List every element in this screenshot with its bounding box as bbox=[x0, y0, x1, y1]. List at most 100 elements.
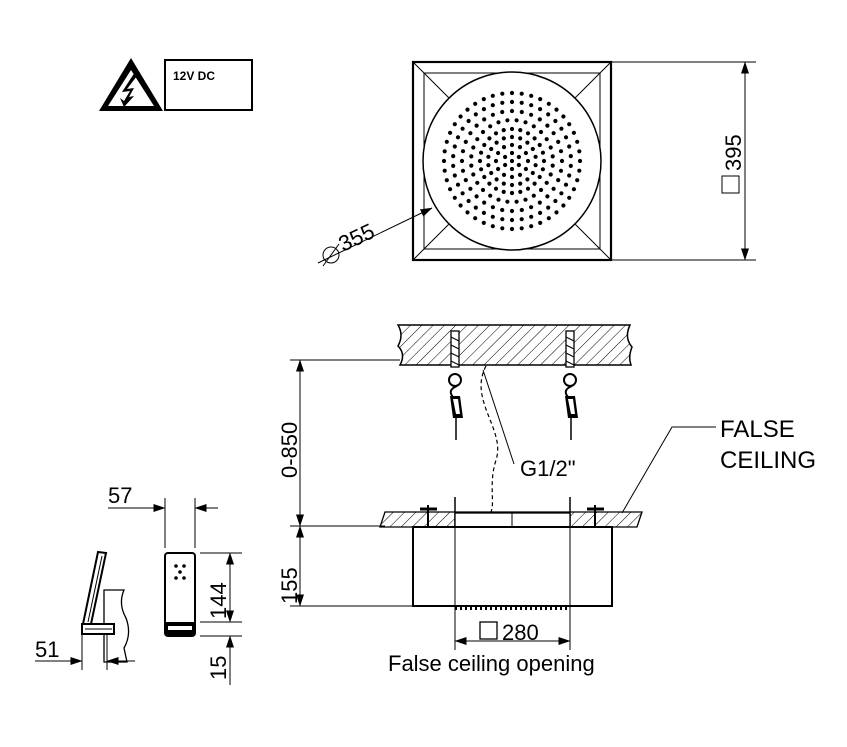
nozzle-dot bbox=[509, 166, 515, 172]
square-symbol-icon bbox=[479, 621, 498, 640]
nozzle-dot bbox=[532, 136, 537, 141]
nozzle-dot bbox=[577, 149, 582, 154]
nozzle-dot bbox=[537, 174, 542, 180]
square-dimension: 395 bbox=[721, 134, 746, 171]
nozzle-dot bbox=[479, 150, 484, 155]
nozzle-dot bbox=[540, 167, 546, 172]
nozzle-dot bbox=[486, 154, 491, 159]
nozzle-dot bbox=[541, 158, 547, 164]
nozzle-dot bbox=[532, 181, 537, 186]
nozzle-dot bbox=[567, 144, 572, 149]
nozzle-dot bbox=[544, 180, 549, 185]
nozzle-dot bbox=[469, 154, 474, 159]
nozzle-dot bbox=[490, 112, 495, 117]
nozzle-dot bbox=[463, 178, 468, 183]
nozzle-dot bbox=[501, 172, 507, 177]
nozzle-dot bbox=[463, 139, 468, 144]
nozzle-dot bbox=[516, 154, 522, 160]
nozzle-dot bbox=[518, 181, 523, 186]
nozzle-dot bbox=[459, 158, 465, 164]
nozzle-dot bbox=[544, 137, 549, 142]
nozzle-dot bbox=[509, 208, 515, 214]
top-view bbox=[411, 60, 613, 262]
nozzle-dot bbox=[460, 191, 465, 196]
nozzle-dot bbox=[505, 118, 510, 123]
nozzle-dot bbox=[546, 112, 551, 117]
nozzle-dot bbox=[451, 163, 456, 168]
nozzle-dot bbox=[455, 182, 461, 187]
dimension-395: 395 bbox=[611, 61, 756, 261]
nozzle-dot bbox=[477, 158, 483, 164]
nozzle-dot bbox=[537, 200, 542, 205]
nozzle-dot bbox=[548, 145, 553, 150]
base-dimension: 15 bbox=[206, 656, 231, 680]
nozzle-dot bbox=[473, 205, 478, 210]
nozzle-dot bbox=[441, 158, 447, 164]
nozzle-dot bbox=[501, 128, 506, 133]
nozzle-dot bbox=[465, 210, 470, 215]
clip-right bbox=[587, 505, 604, 528]
voltage-box: 12V DC bbox=[164, 59, 253, 111]
dimension-144: 144 bbox=[200, 552, 242, 623]
nozzle-dot bbox=[509, 150, 515, 156]
nozzle-dot bbox=[496, 120, 501, 125]
nozzle-dot bbox=[460, 168, 466, 173]
nozzle-dot bbox=[505, 199, 510, 204]
nozzle-dot bbox=[509, 99, 515, 105]
nozzle-dot bbox=[553, 198, 558, 204]
nozzle-dot bbox=[545, 123, 550, 128]
nozzle-dot bbox=[538, 97, 543, 102]
nozzle-dot bbox=[458, 203, 463, 208]
nozzle-dot bbox=[568, 163, 573, 168]
nozzle-dot bbox=[509, 142, 515, 148]
nozzle-dot bbox=[529, 103, 534, 108]
nozzle-dot bbox=[451, 154, 456, 159]
nozzle-dot bbox=[458, 114, 463, 119]
nozzle-dot bbox=[546, 101, 551, 106]
nozzle-dot bbox=[469, 163, 474, 168]
nozzle-dot bbox=[519, 91, 524, 96]
nozzle-dot bbox=[496, 197, 501, 202]
nozzle-dot bbox=[523, 150, 529, 156]
nozzle-dot bbox=[466, 198, 471, 204]
nozzle-dot bbox=[503, 162, 508, 168]
nozzle-dot bbox=[531, 124, 536, 129]
nozzle-dot bbox=[452, 122, 457, 127]
nozzle-dot bbox=[546, 205, 551, 210]
nozzle-dot bbox=[538, 129, 544, 135]
nozzle-dot bbox=[509, 182, 515, 188]
nozzle-dot bbox=[509, 190, 515, 196]
nozzle-dot bbox=[489, 146, 494, 152]
clip-left bbox=[420, 505, 437, 528]
nozzle-dot bbox=[551, 131, 556, 136]
nozzle-dot bbox=[530, 170, 535, 176]
nozzle-dot bbox=[490, 103, 495, 108]
nozzle-dot bbox=[561, 203, 566, 208]
nozzle-dot bbox=[517, 145, 523, 150]
nozzle-dot bbox=[548, 172, 553, 177]
nozzle-dot bbox=[494, 140, 499, 145]
mounting-frame bbox=[420, 497, 604, 528]
nozzle-dot bbox=[475, 137, 480, 142]
nozzle-dot bbox=[523, 166, 529, 172]
shower-body bbox=[412, 526, 613, 607]
nozzle-dot bbox=[490, 214, 495, 219]
nozzle-dot bbox=[482, 142, 487, 148]
hanger-right bbox=[563, 330, 578, 440]
nozzle-dot bbox=[482, 117, 487, 122]
nozzle-dot bbox=[496, 166, 501, 172]
nozzle-dot bbox=[558, 168, 564, 173]
nozzle-dot bbox=[500, 109, 505, 115]
nozzle-dot bbox=[496, 150, 501, 156]
nozzle-dot bbox=[448, 130, 453, 135]
nozzle-dot bbox=[550, 154, 555, 159]
hanger-left bbox=[448, 330, 463, 440]
nozzle-dot bbox=[523, 197, 528, 202]
control-buttons-icon bbox=[174, 564, 186, 580]
nozzle-dot bbox=[503, 154, 508, 160]
nozzle-dot bbox=[529, 112, 534, 117]
nozzle-dot bbox=[486, 163, 491, 168]
nozzle-dot bbox=[525, 140, 530, 145]
nozzle-dot bbox=[481, 210, 486, 215]
nozzle-dot bbox=[500, 100, 505, 105]
